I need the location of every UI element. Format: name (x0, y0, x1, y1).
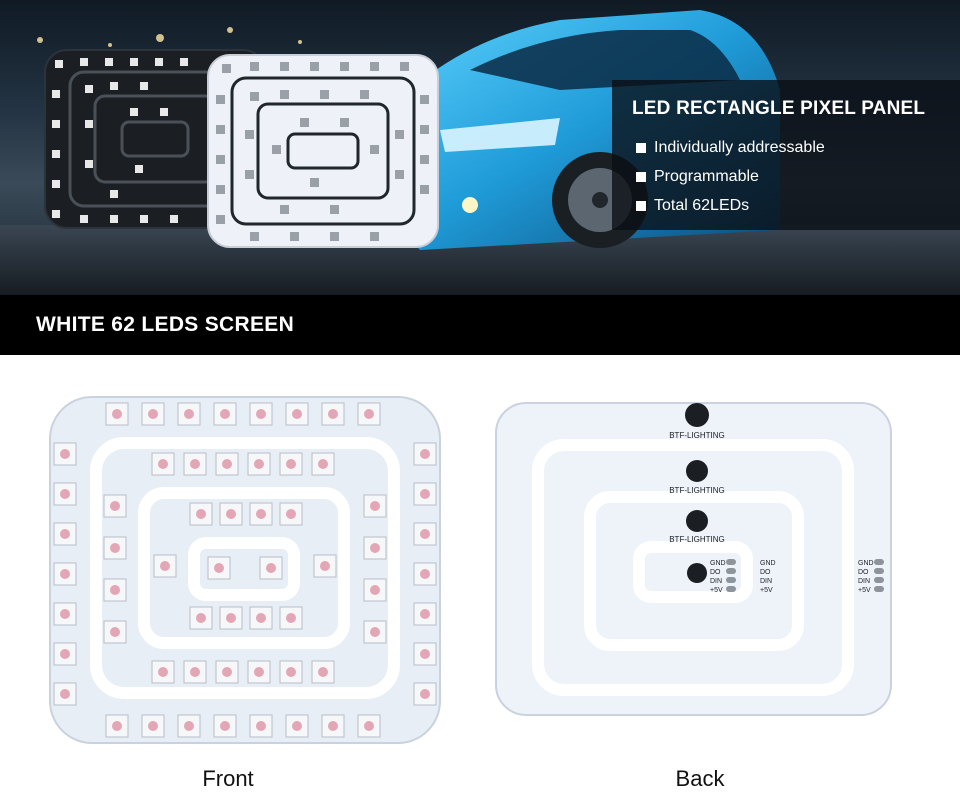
svg-text:DO: DO (858, 569, 869, 576)
feature-box: LED RECTANGLE PIXEL PANEL Individually a… (612, 80, 960, 230)
feature-label: Programmable (654, 168, 759, 185)
hero-photo: LED RECTANGLE PIXEL PANEL Individually a… (0, 0, 960, 295)
svg-text:+5V: +5V (710, 587, 723, 594)
svg-text:GND: GND (760, 560, 776, 567)
white-led-board (207, 54, 439, 248)
svg-text:BTF-LIGHTING: BTF-LIGHTING (669, 486, 725, 495)
svg-text:GND: GND (858, 560, 874, 567)
feature-label: Individually addressable (654, 139, 825, 156)
city-lights (37, 27, 302, 47)
svg-text:DIN: DIN (858, 578, 870, 585)
back-panel-image: BTF-LIGHTING BTF-LIGHTING BTF-LIGHTING G… (495, 402, 892, 716)
banner-title: WHITE 62 LEDS SCREEN (36, 313, 295, 336)
feature-list: Individually addressable Programmable To… (636, 138, 825, 225)
svg-text:+5V: +5V (760, 587, 773, 594)
feature-item: Programmable (636, 167, 825, 196)
back-caption: Back (675, 766, 725, 791)
feature-item: Individually addressable (636, 138, 825, 167)
solder-pads (726, 559, 884, 592)
svg-text:BTF-LIGHTING: BTF-LIGHTING (669, 535, 725, 544)
feature-title: LED RECTANGLE PIXEL PANEL (632, 98, 926, 119)
svg-text:GND: GND (710, 560, 726, 567)
section-banner: WHITE 62 LEDS SCREEN (0, 295, 960, 355)
front-caption: Front (202, 766, 254, 791)
led-chips (53, 402, 437, 738)
svg-text:DO: DO (710, 569, 721, 576)
square-bullet-icon (636, 172, 646, 182)
svg-text:+5V: +5V (858, 587, 871, 594)
pin-labels: GND DO DIN +5V GND DO DIN +5V GND DO DIN +5V (710, 560, 874, 594)
square-bullet-icon (636, 201, 646, 211)
svg-text:DIN: DIN (760, 578, 772, 585)
square-bullet-icon (636, 143, 646, 153)
brand-logos: BTF-LIGHTING BTF-LIGHTING BTF-LIGHTING (669, 403, 725, 583)
front-panel-image (49, 396, 441, 744)
svg-text:DO: DO (760, 569, 771, 576)
svg-text:BTF-LIGHTING: BTF-LIGHTING (669, 431, 725, 440)
feature-label: Total 62LEDs (654, 197, 750, 214)
svg-text:DIN: DIN (710, 578, 722, 585)
feature-item: Total 62LEDs (636, 196, 825, 225)
